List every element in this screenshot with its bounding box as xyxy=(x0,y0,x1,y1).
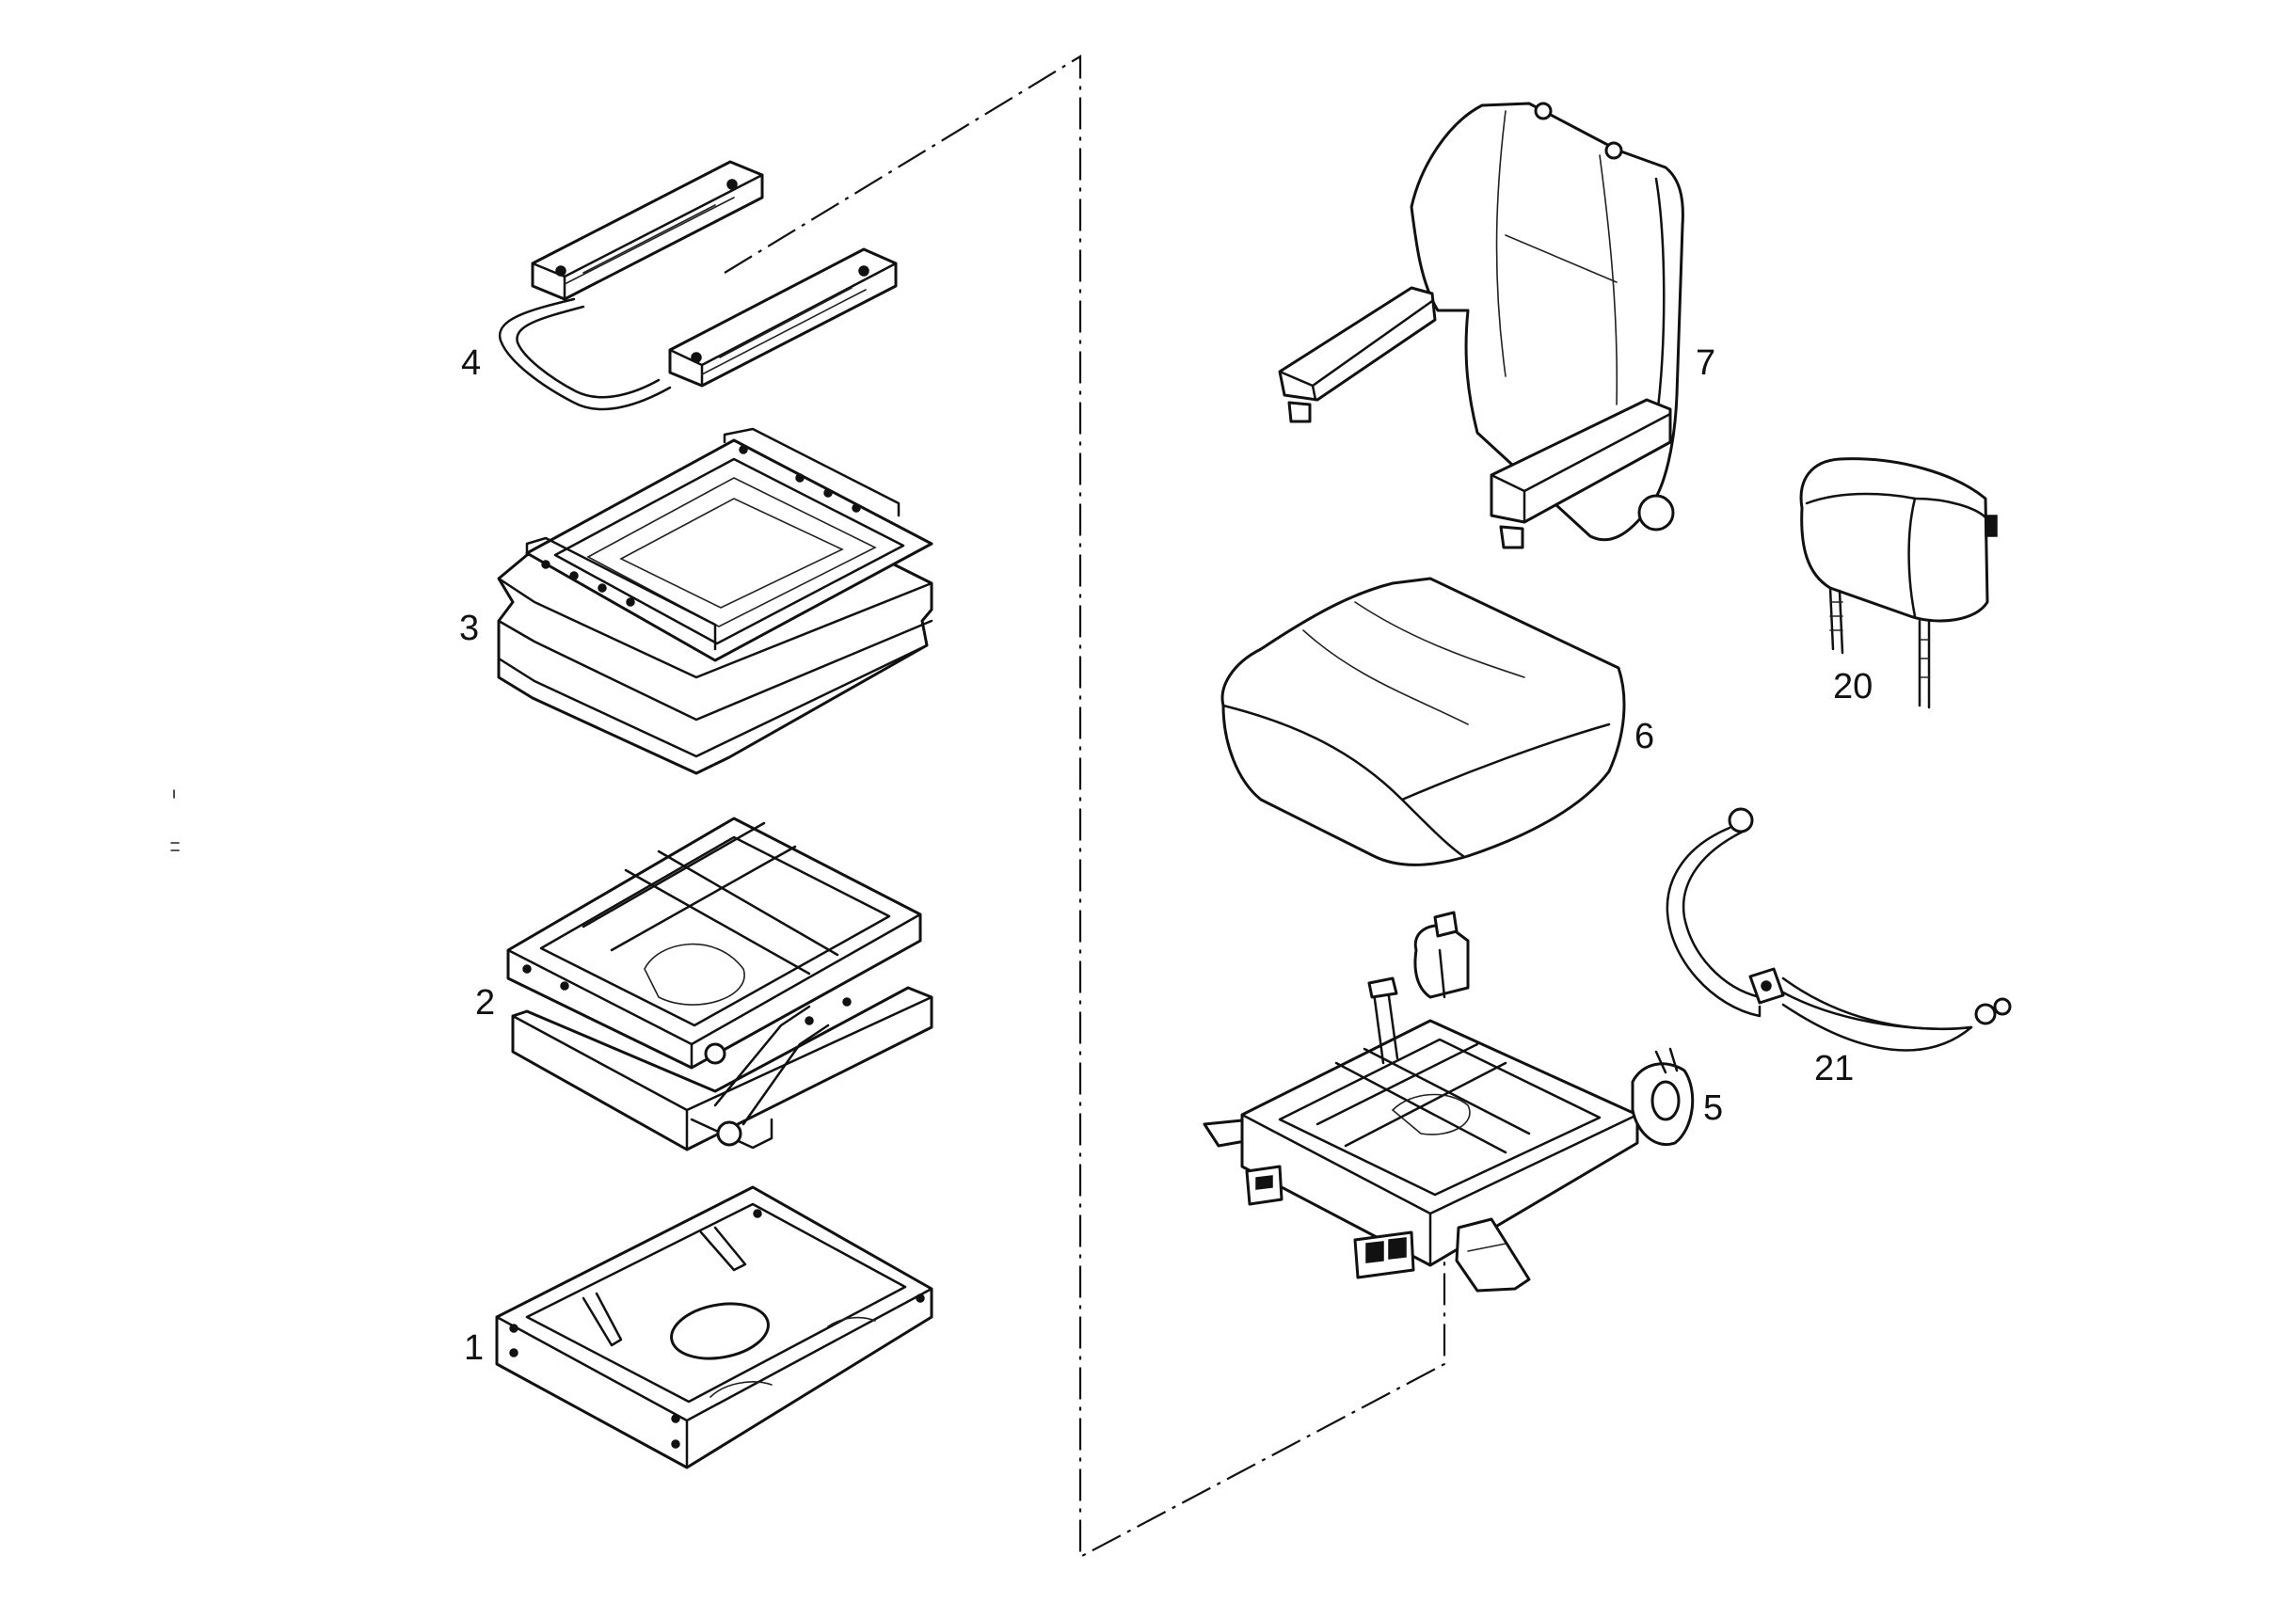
assembly-guide-line xyxy=(724,55,1446,1559)
part-1-base-tray[interactable] xyxy=(495,1185,933,1469)
part-4-slide-rails[interactable] xyxy=(498,160,898,411)
part-20-headrest[interactable] xyxy=(1799,457,1998,709)
stray-mark xyxy=(170,789,180,851)
part-6-seat-cushion[interactable] xyxy=(1220,577,1626,866)
callout-3: 3 xyxy=(459,609,479,648)
part-5-slide-frame[interactable] xyxy=(1203,911,1695,1293)
callout-4: 4 xyxy=(461,343,481,383)
callout-1: 1 xyxy=(464,1328,484,1368)
callout-7: 7 xyxy=(1696,343,1715,383)
part-7-backrest[interactable] xyxy=(1278,102,1684,549)
part-3-bellows[interactable] xyxy=(497,427,933,775)
callout-21: 21 xyxy=(1814,1049,1854,1088)
part-21-seat-belt[interactable] xyxy=(1666,807,2012,1052)
part-2-scissor-suspension[interactable] xyxy=(506,817,933,1151)
callout-20: 20 xyxy=(1833,667,1873,706)
callout-6: 6 xyxy=(1634,717,1654,756)
callout-5: 5 xyxy=(1703,1088,1723,1128)
callout-2: 2 xyxy=(475,983,495,1023)
